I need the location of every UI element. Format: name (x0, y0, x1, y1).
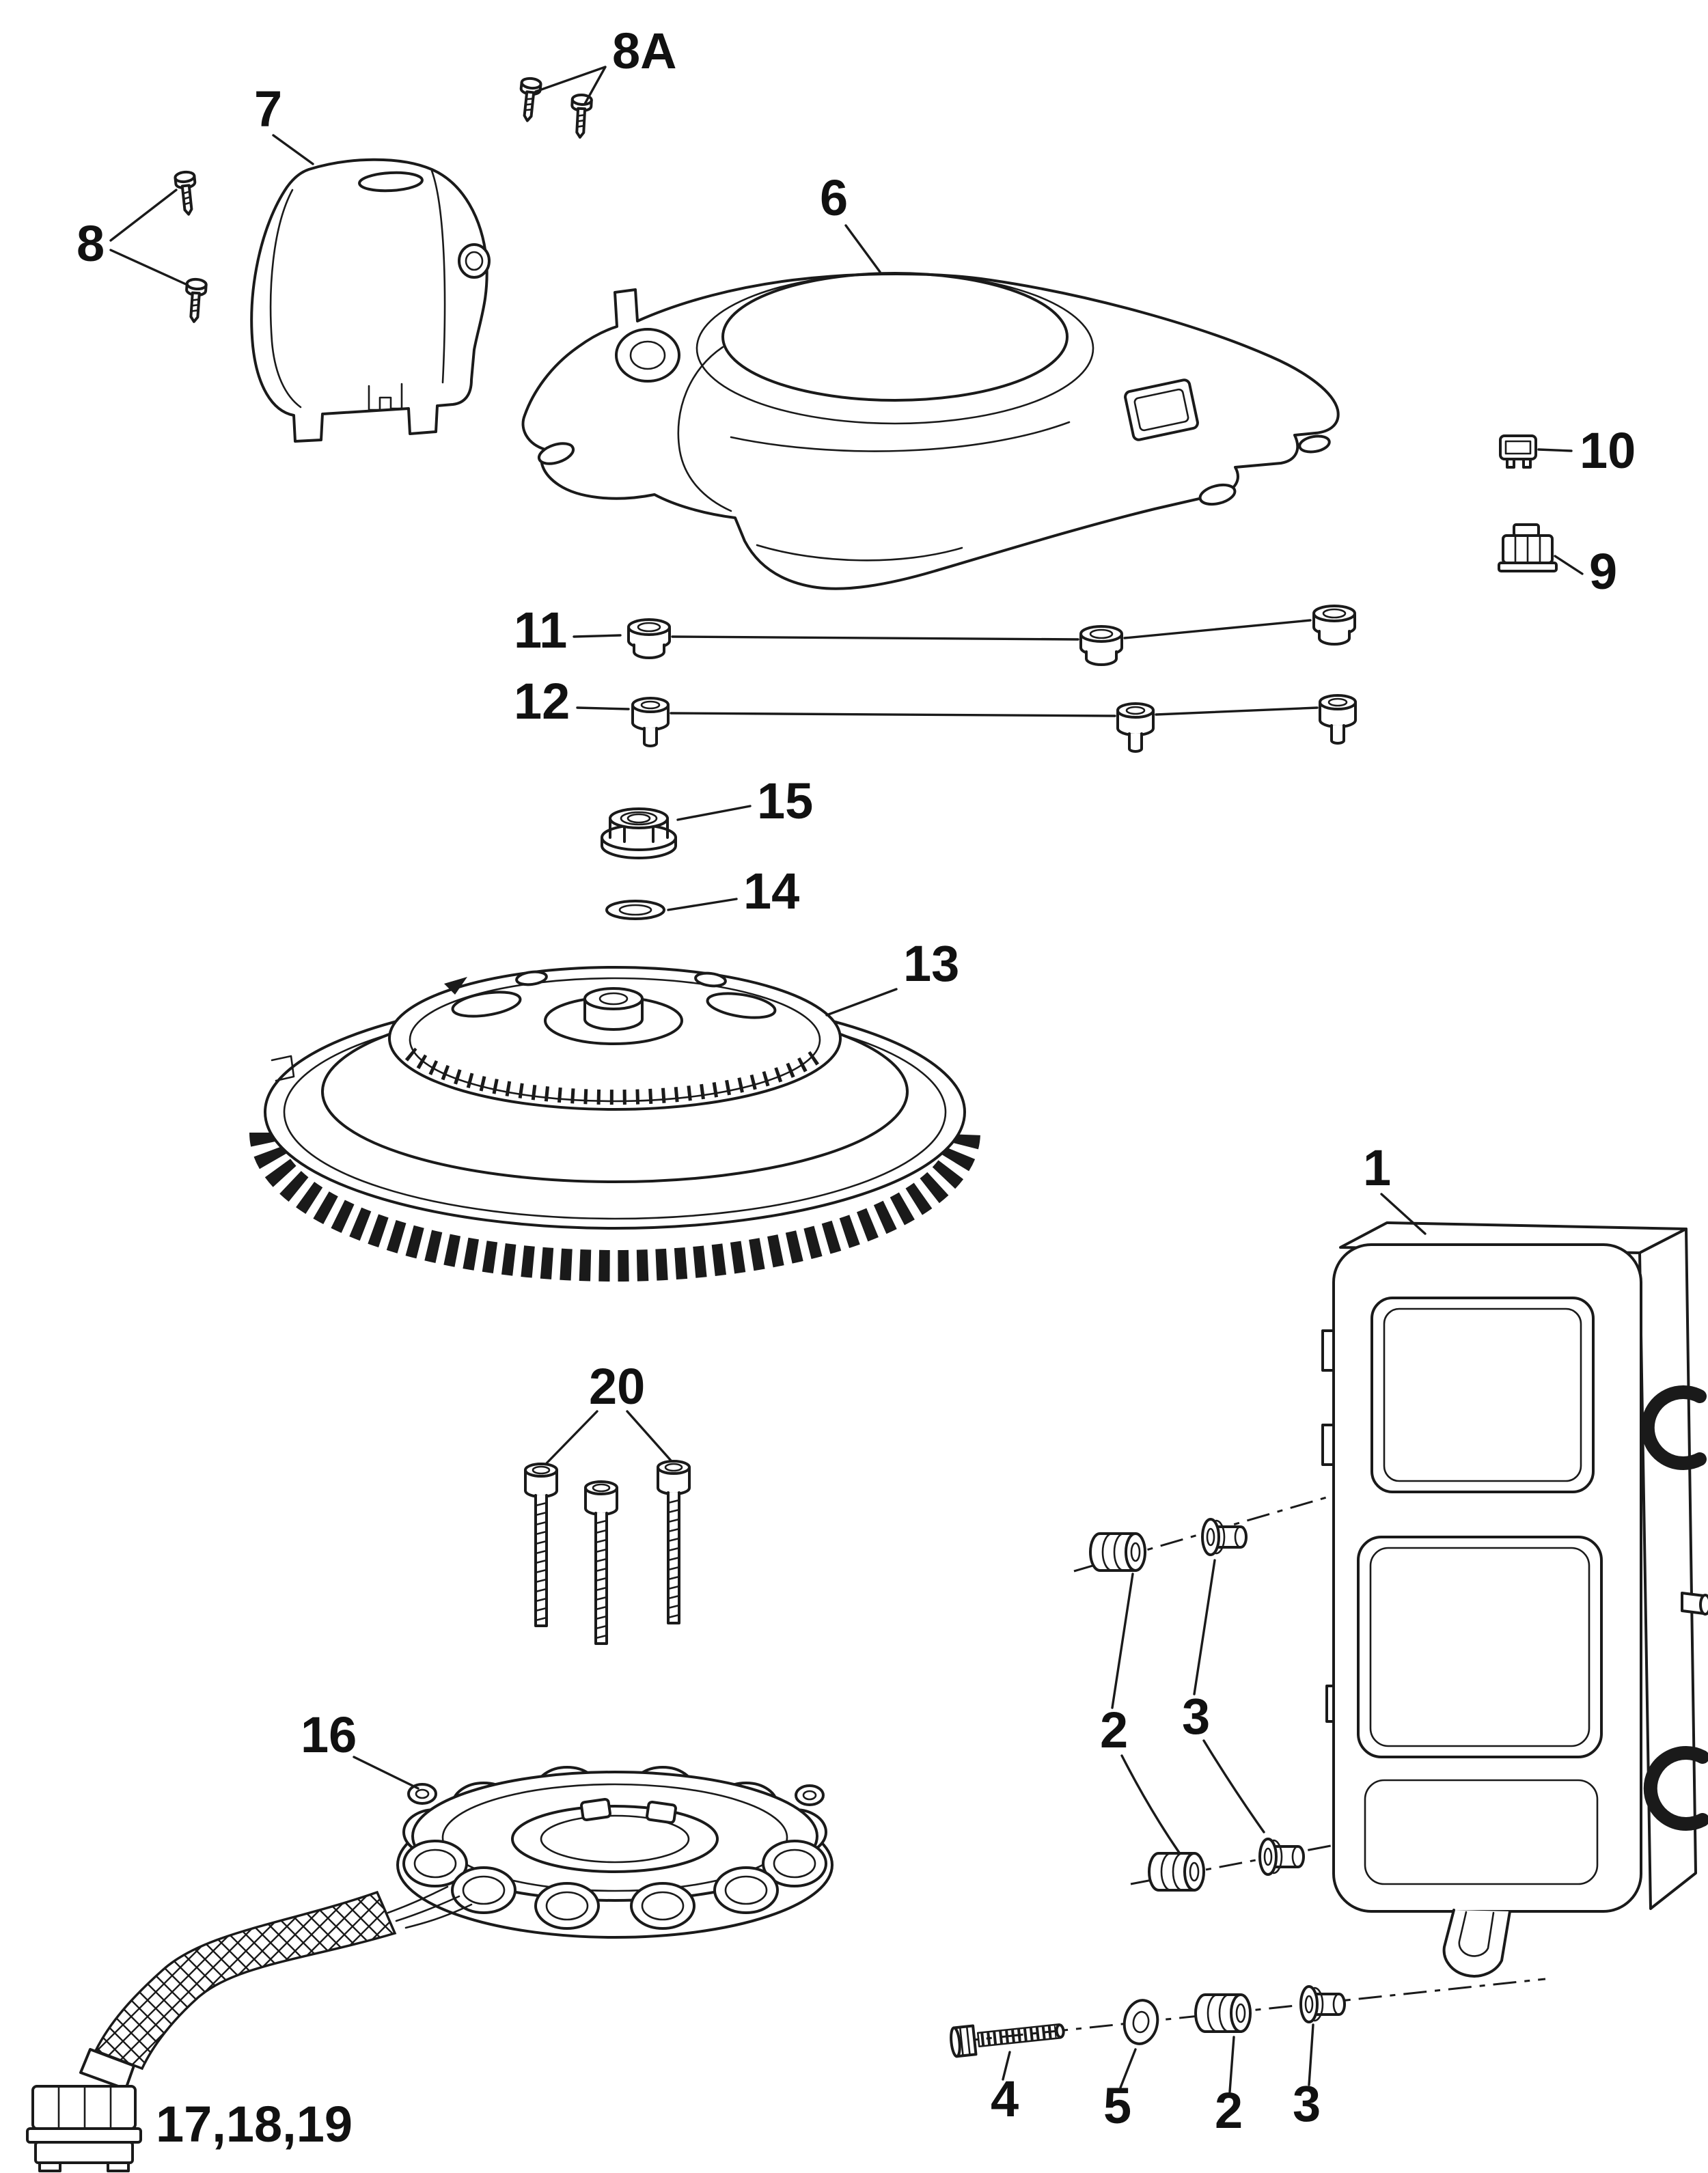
screw-8a (516, 76, 543, 124)
screws-8: 8 (77, 169, 208, 324)
bushing-3 (1201, 1518, 1248, 1556)
leader-1 (1380, 1193, 1427, 1235)
ignition-module-1: 1 (1321, 1139, 1708, 1978)
stator-coil (713, 1866, 779, 1914)
centerline-lower (954, 1978, 1546, 2043)
bolt-12 (1116, 702, 1155, 753)
bolt-20 (524, 1463, 558, 1627)
retaining-clip (1643, 1746, 1708, 1831)
callout-15: 15 (757, 773, 813, 829)
leader-8 (109, 189, 187, 286)
leader-20 (545, 1410, 672, 1465)
screw-8 (173, 169, 200, 217)
callout-4: 4 (991, 2071, 1019, 2127)
washer-14: 14 (605, 863, 799, 920)
callout-10: 10 (1580, 422, 1636, 479)
callout-20: 20 (589, 1358, 645, 1415)
callout-12: 12 (514, 673, 570, 730)
bushing-3 (1258, 1838, 1305, 1876)
callout-14: 14 (743, 863, 799, 919)
stator-bolts-20: 20 (524, 1358, 691, 1645)
callout-6: 6 (820, 169, 848, 226)
leader-12 (576, 706, 1319, 717)
grommet-2 (1089, 1532, 1146, 1572)
leader-11 (573, 619, 1312, 641)
electrical-cover-7: 7 (250, 81, 491, 443)
leader-2-upper (1111, 1573, 1181, 1854)
callout-2-upper: 2 (1100, 1702, 1128, 1758)
callout-1: 1 (1363, 1139, 1391, 1196)
stator-16: 16 17,18,19 (26, 1706, 834, 2172)
bolts-12: 12 (514, 673, 1357, 753)
screw-8 (182, 277, 208, 324)
harness-connector-17-18-19 (26, 2048, 142, 2172)
screw-8a (570, 94, 592, 137)
bolt-20 (584, 1480, 618, 1645)
grommet-2 (1148, 1852, 1205, 1892)
grommets-11: 11 (514, 602, 1356, 666)
callout-8: 8 (77, 215, 105, 272)
flywheel-cover-6: 6 (521, 169, 1340, 590)
leader-9 (1554, 555, 1584, 575)
callout-3-upper: 3 (1182, 1688, 1210, 1745)
bushing-3 (1299, 1985, 1346, 2023)
bolt-12 (631, 697, 670, 747)
stator-coil (534, 1882, 600, 1930)
wire-harness (94, 1890, 397, 2071)
timing-mark (444, 977, 467, 995)
stator-coil (451, 1866, 516, 1914)
flywheel-13: 13 (249, 935, 980, 1282)
flywheel-nut-15: 15 (601, 773, 813, 859)
leader-15 (676, 805, 752, 821)
callout-8a: 8A (612, 23, 677, 79)
grommet-11 (627, 618, 671, 659)
callout-5: 5 (1103, 2077, 1131, 2134)
bolt-4 (950, 2023, 1065, 2058)
callout-11: 11 (514, 602, 567, 659)
callout-7: 7 (254, 81, 282, 137)
leader-14 (667, 898, 738, 911)
callout-3-lower: 3 (1293, 2075, 1321, 2132)
lower-mount-hardware: 4 5 2 3 (950, 1985, 1346, 2139)
grommet-2 (1194, 1993, 1252, 2033)
fuse-holder-9: 9 (1498, 523, 1617, 600)
module-mount-hardware: 2 3 (1089, 1518, 1305, 1892)
leader-8a (534, 66, 607, 105)
callout-16: 16 (301, 1706, 357, 1763)
leader-6 (844, 224, 881, 273)
leader-13 (825, 988, 898, 1016)
leader-7 (272, 134, 314, 165)
leader-3-lower (1308, 2023, 1314, 2086)
leader-3-upper (1193, 1559, 1265, 1833)
callout-13: 13 (903, 935, 959, 992)
mounting-hook (1442, 1909, 1511, 1978)
leader-16 (353, 1756, 419, 1790)
stator-wires (387, 1885, 473, 1929)
leader-4 (1002, 2051, 1011, 2081)
bolt-12 (1319, 694, 1357, 745)
fuse-10: 10 (1499, 422, 1636, 479)
callout-2-lower: 2 (1215, 2082, 1243, 2139)
grommet-11 (1079, 625, 1123, 666)
leader-2-lower (1228, 2036, 1235, 2093)
callout-17-18-19: 17,18,19 (156, 2096, 353, 2153)
callout-9: 9 (1589, 543, 1617, 600)
retaining-clip (1640, 1385, 1707, 1470)
stator-coil (630, 1882, 695, 1930)
washer-5 (1122, 1999, 1159, 2045)
leader-10 (1537, 448, 1573, 452)
bolt-20 (657, 1460, 691, 1624)
leader-5 (1119, 2048, 1137, 2089)
grommet-11 (1312, 605, 1356, 646)
screws-8a: 8A (516, 23, 677, 138)
